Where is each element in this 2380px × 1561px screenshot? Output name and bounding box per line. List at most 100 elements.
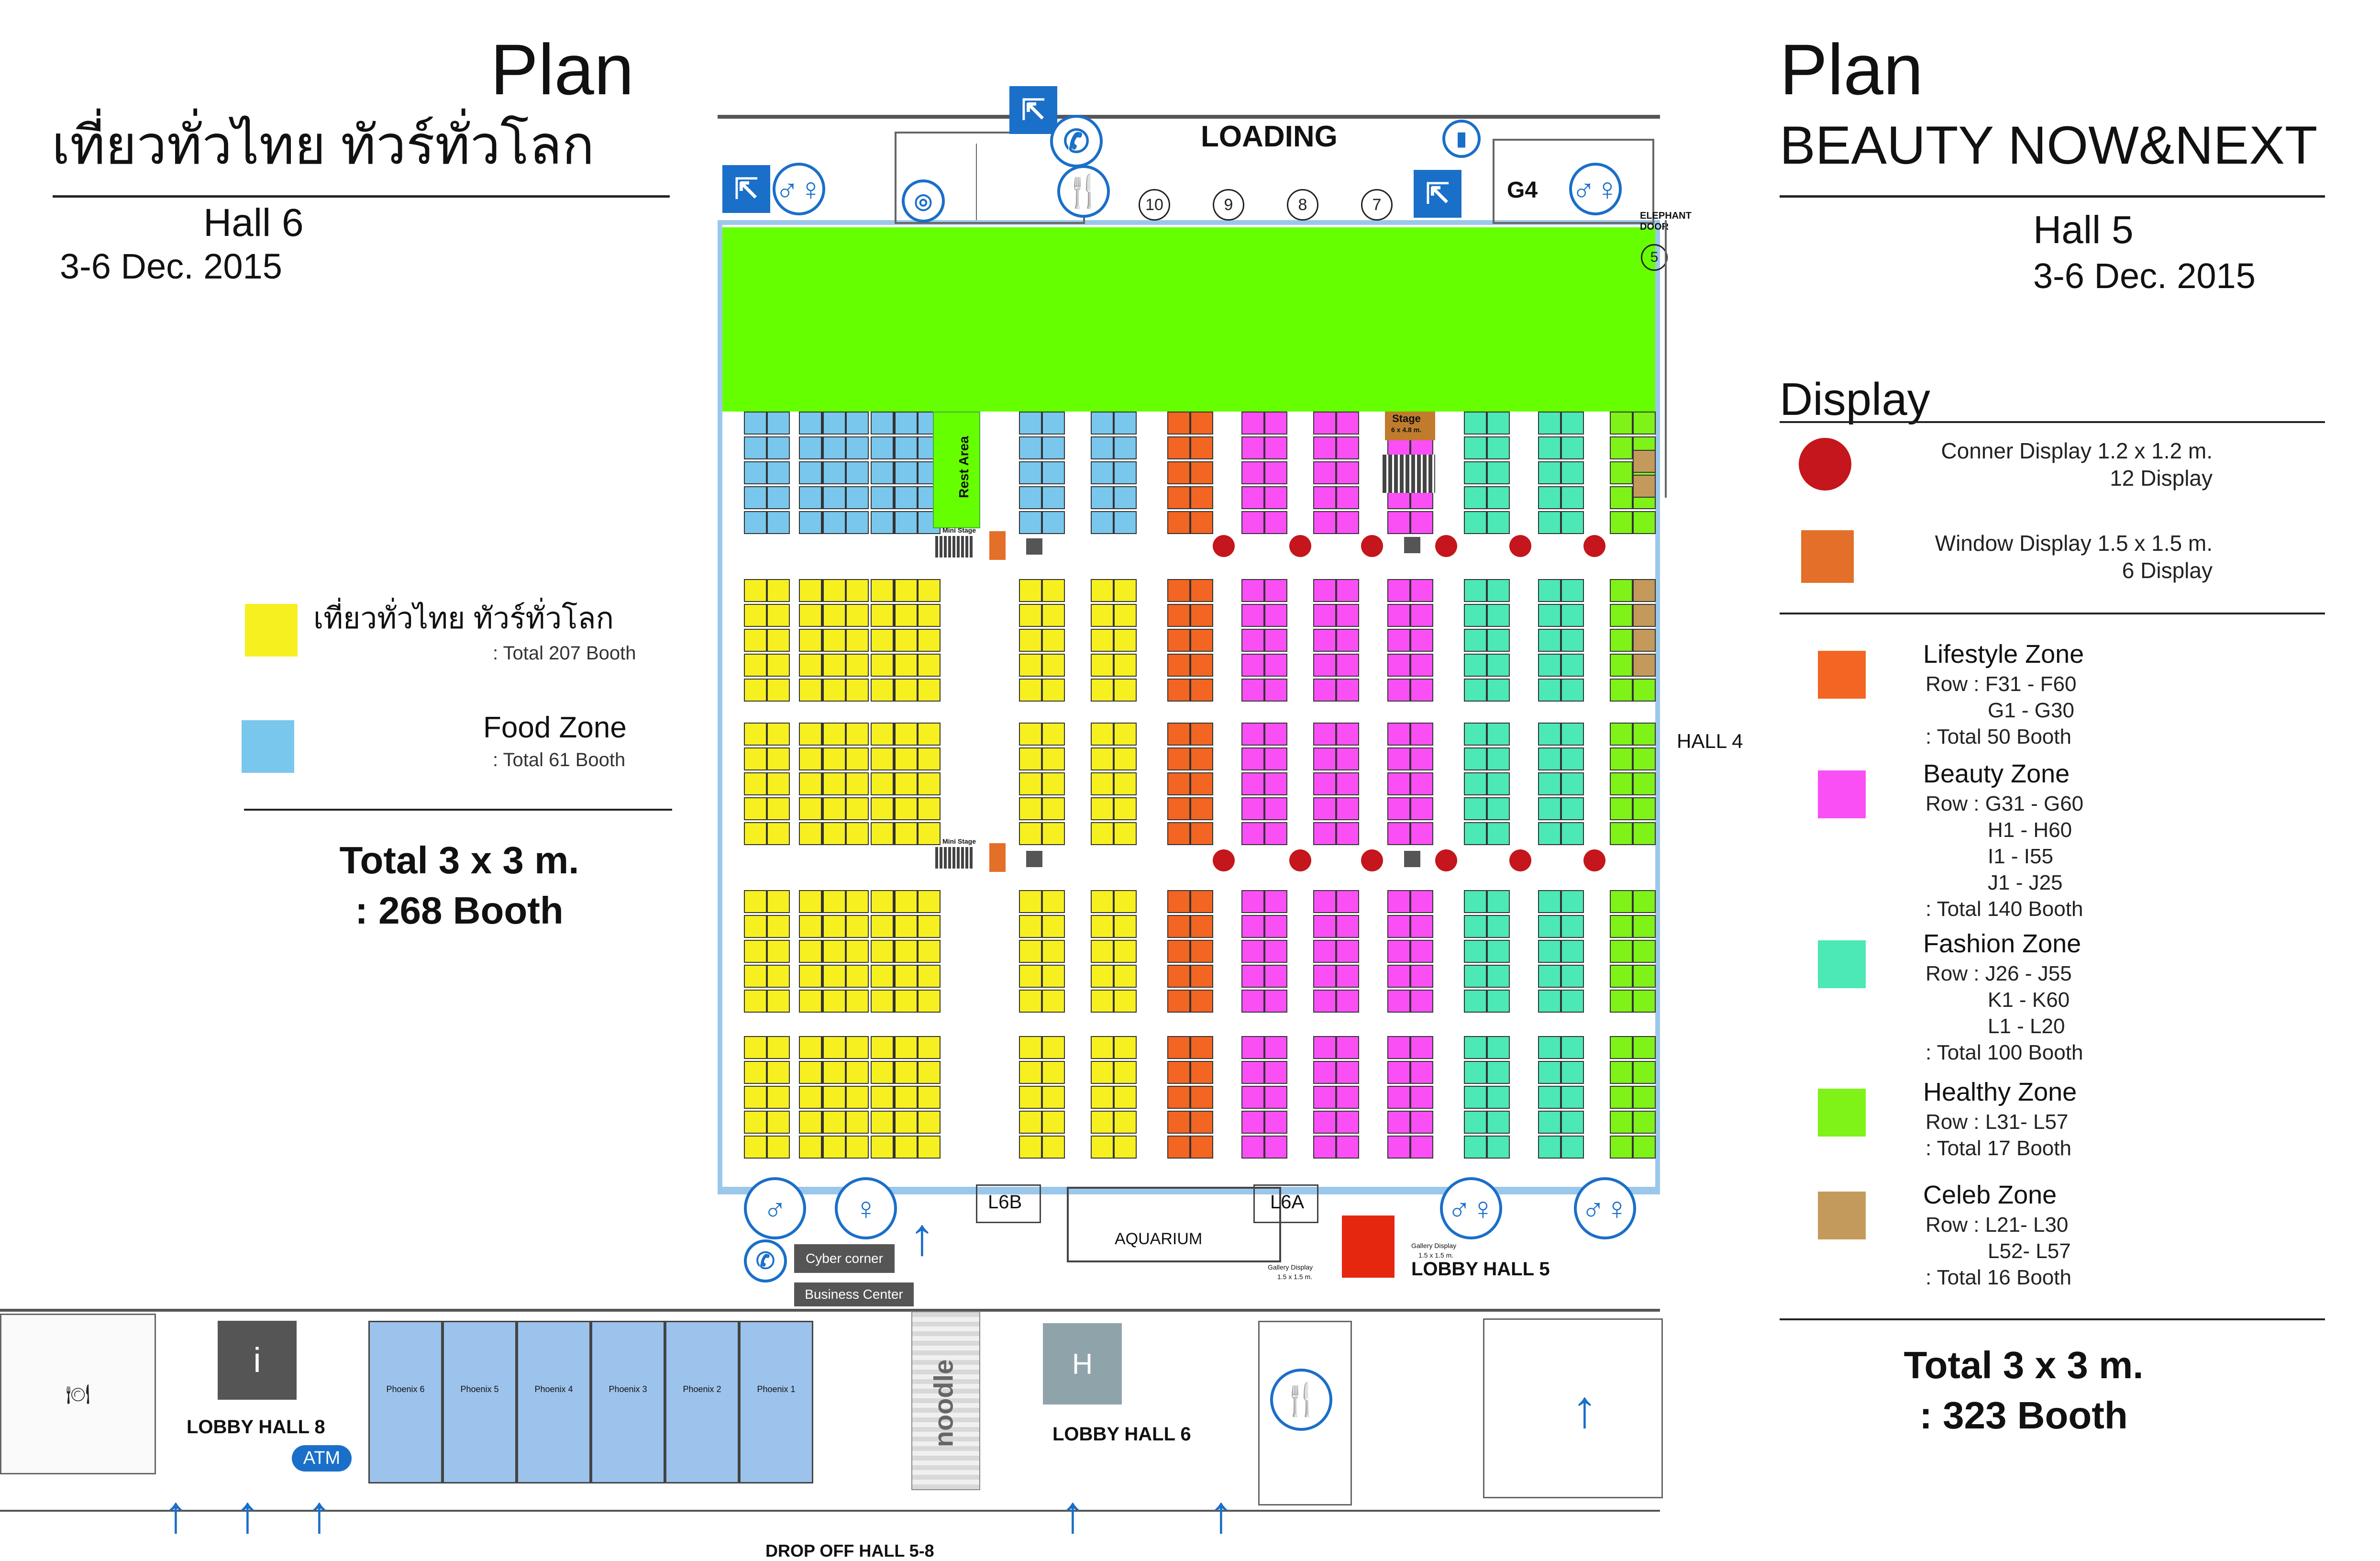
booth[interactable] bbox=[1190, 723, 1213, 746]
booth[interactable] bbox=[918, 629, 941, 652]
booth[interactable] bbox=[799, 822, 822, 845]
booth[interactable] bbox=[871, 723, 894, 746]
booth[interactable] bbox=[1019, 797, 1042, 820]
booth[interactable] bbox=[1114, 990, 1137, 1013]
booth[interactable] bbox=[895, 436, 918, 459]
booth[interactable] bbox=[799, 747, 822, 770]
booth[interactable] bbox=[1336, 772, 1359, 795]
booth[interactable] bbox=[799, 1136, 822, 1159]
booth[interactable] bbox=[1538, 604, 1561, 627]
booth[interactable] bbox=[895, 1136, 918, 1159]
booth[interactable] bbox=[846, 654, 869, 677]
booth[interactable] bbox=[823, 747, 846, 770]
booth[interactable] bbox=[871, 461, 894, 484]
booth[interactable] bbox=[1610, 890, 1633, 913]
booth[interactable] bbox=[1114, 579, 1137, 602]
booth[interactable] bbox=[1241, 772, 1264, 795]
booth[interactable] bbox=[1387, 890, 1410, 913]
booth[interactable] bbox=[918, 990, 941, 1013]
booth[interactable] bbox=[1091, 679, 1114, 702]
booth[interactable] bbox=[846, 797, 869, 820]
booth[interactable] bbox=[1633, 772, 1656, 795]
booth[interactable] bbox=[1538, 654, 1561, 677]
booth[interactable] bbox=[799, 511, 822, 534]
booth[interactable] bbox=[823, 822, 846, 845]
booth[interactable] bbox=[1538, 990, 1561, 1013]
booth[interactable] bbox=[1264, 747, 1287, 770]
booth[interactable] bbox=[1336, 822, 1359, 845]
booth[interactable] bbox=[1167, 822, 1190, 845]
booth[interactable] bbox=[1538, 1036, 1561, 1059]
booth[interactable] bbox=[1264, 679, 1287, 702]
booth[interactable] bbox=[895, 890, 918, 913]
booth[interactable] bbox=[1091, 1136, 1114, 1159]
booth[interactable] bbox=[846, 990, 869, 1013]
booth[interactable] bbox=[1464, 1036, 1487, 1059]
booth[interactable] bbox=[1633, 990, 1656, 1013]
booth[interactable] bbox=[1464, 1061, 1487, 1084]
booth[interactable] bbox=[1561, 511, 1584, 534]
booth[interactable] bbox=[1336, 579, 1359, 602]
booth[interactable] bbox=[1190, 436, 1213, 459]
booth[interactable] bbox=[1190, 654, 1213, 677]
booth[interactable] bbox=[1091, 1111, 1114, 1134]
booth[interactable] bbox=[1190, 797, 1213, 820]
booth[interactable] bbox=[846, 723, 869, 746]
booth[interactable] bbox=[799, 486, 822, 509]
booth[interactable] bbox=[823, 1111, 846, 1134]
booth[interactable] bbox=[1190, 412, 1213, 435]
booth[interactable] bbox=[1610, 436, 1633, 459]
booth[interactable] bbox=[1561, 486, 1584, 509]
booth[interactable] bbox=[1336, 511, 1359, 534]
booth[interactable] bbox=[1019, 654, 1042, 677]
booth[interactable] bbox=[1387, 511, 1410, 534]
booth[interactable] bbox=[1190, 990, 1213, 1013]
booth[interactable] bbox=[1336, 1136, 1359, 1159]
booth[interactable] bbox=[1167, 1086, 1190, 1109]
booth[interactable] bbox=[918, 654, 941, 677]
booth[interactable] bbox=[767, 604, 790, 627]
booth[interactable] bbox=[1410, 723, 1433, 746]
booth[interactable] bbox=[1167, 579, 1190, 602]
booth[interactable] bbox=[744, 822, 767, 845]
booth[interactable] bbox=[1410, 1036, 1433, 1059]
booth[interactable] bbox=[1167, 940, 1190, 963]
booth[interactable] bbox=[918, 890, 941, 913]
booth[interactable] bbox=[1114, 654, 1137, 677]
booth[interactable] bbox=[1387, 915, 1410, 938]
booth[interactable] bbox=[1313, 990, 1336, 1013]
booth[interactable] bbox=[895, 797, 918, 820]
booth[interactable] bbox=[1487, 629, 1510, 652]
booth[interactable] bbox=[895, 772, 918, 795]
booth[interactable] bbox=[1313, 461, 1336, 484]
booth[interactable] bbox=[1487, 965, 1510, 988]
booth[interactable] bbox=[1538, 1111, 1561, 1134]
booth[interactable] bbox=[1241, 797, 1264, 820]
booth[interactable] bbox=[1561, 679, 1584, 702]
booth[interactable] bbox=[1313, 890, 1336, 913]
booth[interactable] bbox=[895, 486, 918, 509]
booth[interactable] bbox=[1410, 511, 1433, 534]
booth[interactable] bbox=[1538, 579, 1561, 602]
booth[interactable] bbox=[823, 723, 846, 746]
booth[interactable] bbox=[1633, 1136, 1656, 1159]
booth[interactable] bbox=[1019, 511, 1042, 534]
booth[interactable] bbox=[1538, 412, 1561, 435]
booth[interactable] bbox=[1336, 940, 1359, 963]
booth[interactable] bbox=[1538, 890, 1561, 913]
booth[interactable] bbox=[1336, 679, 1359, 702]
booth[interactable] bbox=[895, 1061, 918, 1084]
booth[interactable] bbox=[1633, 723, 1656, 746]
booth[interactable] bbox=[1464, 461, 1487, 484]
booth[interactable] bbox=[1538, 797, 1561, 820]
booth[interactable] bbox=[1561, 915, 1584, 938]
booth[interactable] bbox=[767, 915, 790, 938]
booth[interactable] bbox=[1114, 511, 1137, 534]
booth[interactable] bbox=[871, 890, 894, 913]
booth[interactable] bbox=[846, 1136, 869, 1159]
booth[interactable] bbox=[1264, 940, 1287, 963]
booth[interactable] bbox=[1633, 915, 1656, 938]
booth[interactable] bbox=[918, 915, 941, 938]
booth[interactable] bbox=[1264, 723, 1287, 746]
booth[interactable] bbox=[1264, 579, 1287, 602]
